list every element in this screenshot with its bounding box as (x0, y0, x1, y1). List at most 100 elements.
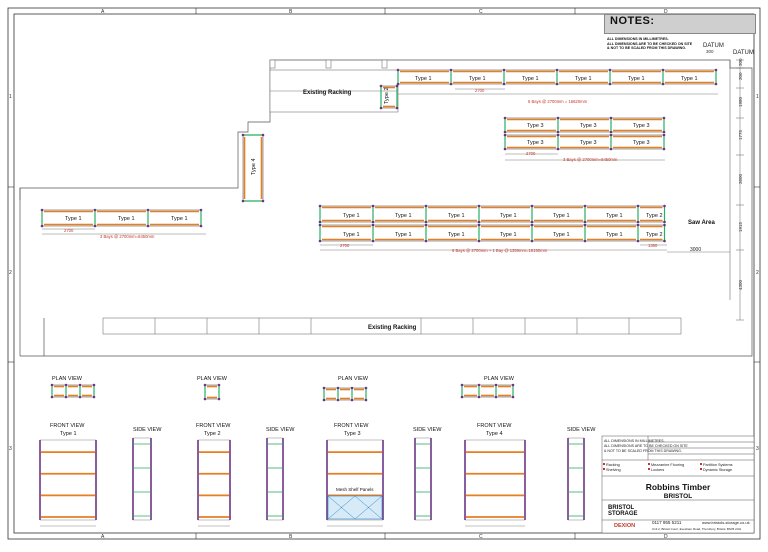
plan-type4-post-top-3 (494, 383, 498, 387)
saw-area-label: Saw Area (688, 220, 715, 226)
zone-ticks (8, 8, 760, 539)
bay-label-left-3: Type 1 (171, 216, 188, 222)
run-main-b-post-bottom-4 (477, 239, 481, 243)
dim-run-main: 6 Bays @ 2700mm + 1 Bay @ 1350mm=18150mm (452, 248, 548, 253)
plan-type3-post-top-end (364, 386, 368, 390)
datum-label-top: DATUM (703, 43, 724, 49)
run-type3-a-post-top-1 (503, 116, 507, 120)
plan-type4-post-bottom-1 (460, 395, 464, 399)
plan-type3-post-top-1 (322, 386, 326, 390)
plan-type4-post-bottom-2 (477, 395, 481, 399)
bay-label-top-3: Type 1 (522, 76, 539, 82)
bay-label-main-13: Type 1 (606, 232, 623, 238)
dim-run-top: 6 Bays @ 2700mm = 16620mm (528, 99, 588, 104)
front-view-label-2: FRONT VIEW (196, 423, 231, 429)
run-top-post-top-3 (502, 68, 506, 72)
dim-bay-main-half: 1350 (648, 243, 658, 248)
dim-bay-left: 2700 (64, 228, 74, 233)
border-letter-d: D (664, 9, 668, 15)
bay-label-main-1: Type 1 (343, 213, 360, 219)
bay-label-left-2: Type 1 (118, 216, 135, 222)
plan-type4-post-top-end (511, 383, 515, 387)
run-type2-post-top-end (395, 84, 399, 88)
dim-right-7: 4300 (738, 279, 743, 290)
bay-label-main-6: Type 1 (606, 213, 623, 219)
run-left-post-bottom-end (199, 224, 203, 228)
dim-bay-main: 2700 (340, 243, 350, 248)
bay-label-main-5: Type 1 (553, 213, 570, 219)
border-number-1: 1 (9, 94, 12, 100)
dim-run-left: 3 Bays @ 2700mm=8450mm (100, 234, 155, 239)
tb-note-1: ALL DIMENSIONS IN MILLIMETRES. (604, 439, 665, 443)
run-main-b-post-bottom-2 (371, 239, 375, 243)
datum-dim: 300 (706, 49, 714, 54)
side-view-label-2: SIDE VIEW (266, 427, 295, 433)
plan-view-label-2: PLAN VIEW (197, 376, 228, 382)
front-view-label-3: FRONT VIEW (334, 423, 369, 429)
address: Unit 2, Bristol Court, Evesham Road, Tho… (652, 527, 741, 531)
run-type3-b-post-top-2 (556, 133, 560, 137)
bay-label-top-1: Type 1 (415, 76, 432, 82)
run-main-a-post-top-7 (636, 204, 640, 208)
bay-label-t3-4: Type 3 (527, 140, 544, 146)
border-letter-b: B (289, 9, 293, 15)
plan-type3-post-bottom-end (364, 398, 368, 402)
plan-type1-post-bottom-end (92, 395, 96, 399)
run-top-post-top-2 (449, 68, 453, 72)
run-type3-b-post-top-1 (503, 133, 507, 137)
notes-lines: ALL DIMENSIONS IN MILLIMETRES. ALL DIMEN… (607, 37, 692, 51)
run-main-b-post-bottom-3 (424, 239, 428, 243)
plan-type4-post-bottom-3 (494, 395, 498, 399)
run-left-post-top-1 (40, 208, 44, 212)
border-number-3-right: 3 (756, 446, 759, 452)
run-main-a-post-top-3 (424, 204, 428, 208)
run-type3-a-post-top-3 (609, 116, 613, 120)
dim-bay-type3: 2700 (526, 151, 536, 156)
bay-label-main-11: Type 1 (500, 232, 517, 238)
run-type3-b-post-bottom-3 (609, 147, 613, 151)
dim-right-2: 300 (738, 72, 743, 80)
run-top-post-bottom-1 (396, 82, 400, 86)
run-top-post-top-1 (396, 68, 400, 72)
run-type3-a-post-top-end (662, 116, 666, 120)
run-left-post-bottom-1 (40, 224, 44, 228)
bay-label-t3-1: Type 3 (527, 123, 544, 129)
plan-type2-post-bottom-1 (203, 397, 207, 401)
plan-type4-post-top-1 (460, 383, 464, 387)
run-main-b-post-top-7 (636, 223, 640, 227)
border-number-2: 2 (9, 270, 12, 276)
run-main-a-post-bottom-4 (477, 220, 481, 224)
run-type4-post-4 (261, 199, 265, 203)
plan-type2-post-top-1 (203, 383, 207, 387)
dim-right-6: 1915 (738, 221, 743, 232)
run-main-b-post-bottom-7 (636, 239, 640, 243)
run-main-b-post-bottom-5 (530, 239, 534, 243)
run-type3-a-post-bottom-end (662, 130, 666, 134)
border-letter-c: C (479, 9, 483, 15)
dim-right-1: 300 (738, 58, 743, 66)
bay-label-type2-vertical: Type 2 (384, 87, 390, 104)
bay-label-main-4: Type 1 (500, 213, 517, 219)
run-main-a-post-bottom-2 (371, 220, 375, 224)
run-main-a-post-bottom-6 (583, 220, 587, 224)
dim-right-4: 1775 (738, 129, 743, 140)
run-left-post-bottom-3 (146, 224, 150, 228)
company-logo-bottom: STORAGE (608, 511, 638, 517)
run-main-b-post-top-3 (424, 223, 428, 227)
run-type2-post-bottom-1 (379, 106, 383, 110)
run-main-b-post-bottom-6 (583, 239, 587, 243)
run-type3-b-post-bottom-2 (556, 147, 560, 151)
plan-type1-post-top-3 (78, 383, 82, 387)
existing-racking-top (269, 59, 399, 113)
legend-dynamic: Dynamic Storage (703, 468, 732, 472)
border-number-2-right: 2 (756, 270, 759, 276)
border-letter-a-bottom: A (101, 534, 105, 540)
run-main-b-post-bottom-1 (318, 239, 322, 243)
right-dimension-column (736, 59, 744, 321)
run-type4-post-3 (241, 199, 245, 203)
client-name: Robbins Timber (646, 482, 711, 492)
run-type3-a-post-bottom-1 (503, 130, 507, 134)
run-type3-a-post-bottom-3 (609, 130, 613, 134)
